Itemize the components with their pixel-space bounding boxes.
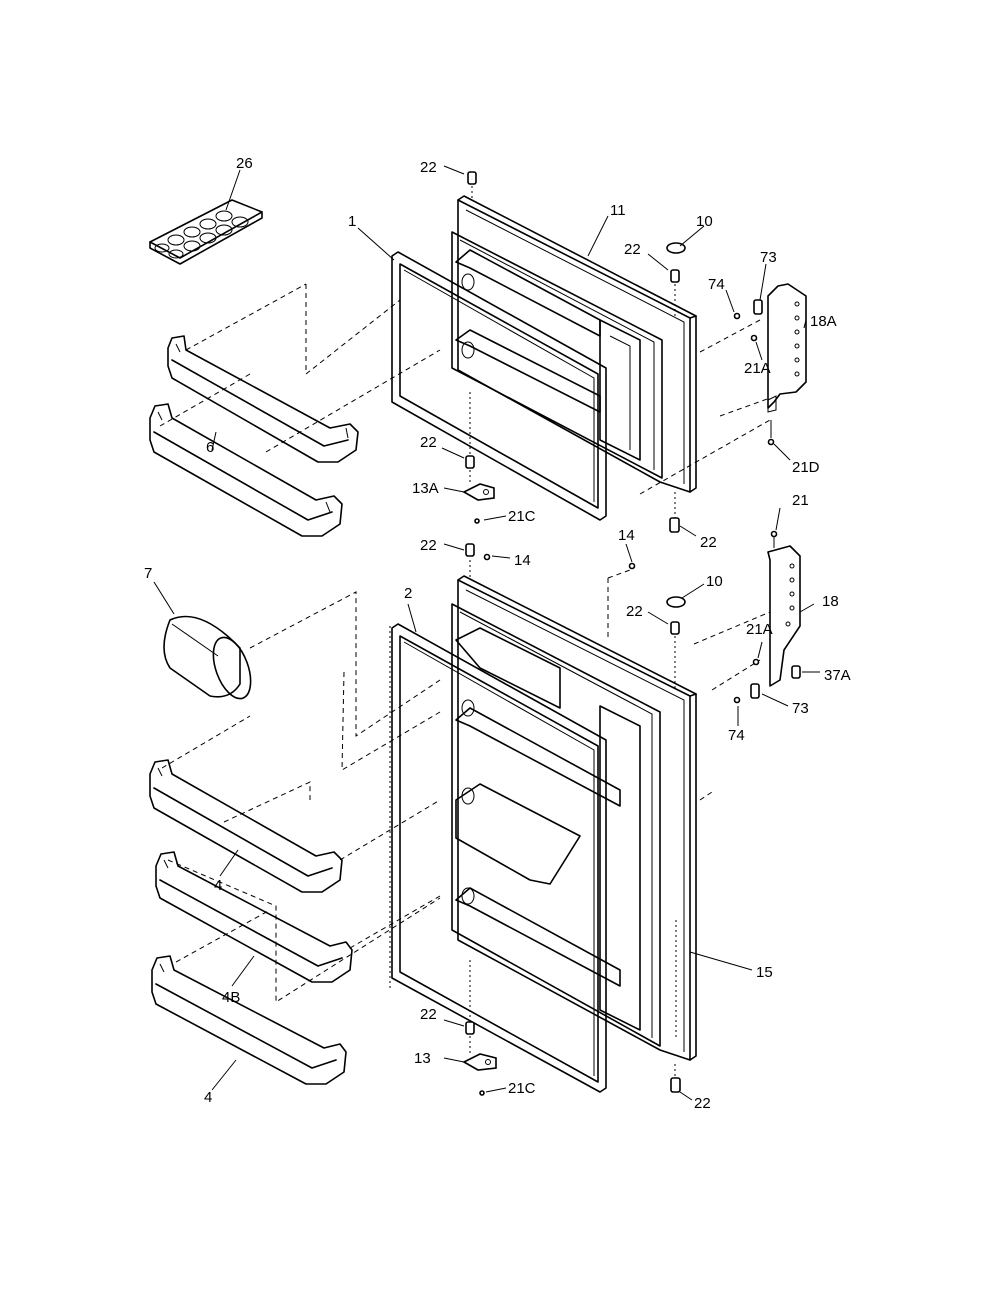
- callout-18: 18: [822, 593, 839, 610]
- callout-21D: 21D: [792, 459, 820, 476]
- callout-18A: 18A: [810, 313, 837, 330]
- screw-lower-hinge: [670, 621, 680, 635]
- lower-door-shelf-4-top: [149, 759, 343, 893]
- callout-labels: 26 22 11 10 22 73 74 18A 1 21A 6 22 21D …: [144, 155, 851, 1112]
- callout-22-top: 22: [420, 159, 437, 176]
- callout-21C-lower: 21C: [508, 1080, 536, 1097]
- callout-21C-upper: 21C: [508, 508, 536, 525]
- screw-upper-mid: [465, 455, 475, 469]
- freezer-door-outer-panel: [457, 195, 697, 493]
- fresh-food-door-outer-panel: [457, 575, 697, 1061]
- hinge-bushing-73-lower: [750, 683, 760, 699]
- can-rack: [163, 615, 252, 700]
- washer-74-upper: [733, 312, 741, 320]
- callout-22-hinge-lower: 22: [626, 603, 643, 620]
- screw-lower-bottom: [670, 1077, 681, 1093]
- callout-26: 26: [236, 155, 253, 172]
- upper-hinge-18A: [767, 283, 807, 413]
- screw-lower-mid: [465, 1021, 475, 1035]
- washer-74-lower: [733, 696, 741, 704]
- screw-lower-top: [465, 543, 475, 557]
- callout-14-b: 14: [618, 527, 635, 544]
- callout-6: 6: [206, 439, 214, 456]
- lower-door-shelf-4-bottom: [151, 955, 347, 1085]
- callout-73-upper: 73: [760, 249, 777, 266]
- callout-4-a: 4: [214, 877, 222, 894]
- callout-1: 1: [348, 213, 356, 230]
- door-stop-13A: [462, 483, 495, 501]
- assembly-lines: [159, 186, 771, 1078]
- callout-21A-lower: 21A: [746, 621, 773, 638]
- callout-74-lower: 74: [728, 727, 745, 744]
- callout-14-a: 14: [514, 552, 531, 569]
- fresh-food-door-gasket: [391, 623, 607, 1093]
- callout-4B: 4B: [222, 989, 240, 1006]
- callout-11: 11: [610, 202, 626, 219]
- egg-tray: [149, 199, 263, 265]
- callout-2: 2: [404, 585, 412, 602]
- screw-21C-upper: [474, 518, 480, 524]
- callout-22-lower-top: 22: [420, 537, 437, 554]
- lower-hinge-18: [767, 545, 801, 687]
- callout-10-upper: 10: [696, 213, 713, 230]
- screw-14-a: [483, 553, 491, 561]
- upper-door-shelf-top: [167, 335, 359, 463]
- callout-15: 15: [756, 964, 773, 981]
- callout-22-hinge-upper: 22: [624, 241, 641, 258]
- upper-door-shelf-bottom: [149, 403, 343, 537]
- screw-upper-hinge: [670, 269, 680, 283]
- stop-37A: [791, 665, 801, 679]
- screw-21D: [767, 420, 775, 446]
- callout-22-lower-mid: 22: [420, 1006, 437, 1023]
- screw-21A-lower: [752, 658, 760, 666]
- callout-21: 21: [792, 492, 809, 509]
- screw-21: [770, 530, 778, 548]
- callout-7: 7: [144, 565, 152, 582]
- lower-door-shelf-4B: [155, 851, 353, 983]
- callout-13A: 13A: [412, 480, 439, 497]
- screw-upper-bottom: [669, 517, 680, 533]
- callout-21A-upper: 21A: [744, 360, 771, 377]
- callout-22-upper-mid: 22: [420, 434, 437, 451]
- plug-cap-lower: [666, 596, 686, 608]
- door-stop-13: [462, 1053, 497, 1071]
- fresh-food-door-liner: [451, 603, 661, 1047]
- callout-10-lower: 10: [706, 573, 723, 590]
- hinge-bushing-73-upper: [753, 299, 763, 315]
- screw-21C-lower: [479, 1090, 485, 1096]
- callout-22-upper-bottom: 22: [700, 534, 717, 551]
- callout-4-b: 4: [204, 1089, 212, 1106]
- screw-top-upper: [467, 171, 477, 185]
- callout-37A: 37A: [824, 667, 851, 684]
- callout-22-lower-bottom: 22: [694, 1095, 711, 1112]
- leader-lines: [153, 165, 820, 1101]
- screw-21A-upper: [750, 334, 758, 342]
- freezer-door-gasket: [391, 251, 607, 521]
- callout-74-upper: 74: [708, 276, 725, 293]
- callout-13: 13: [414, 1050, 431, 1067]
- screw-14-b: [628, 562, 636, 570]
- callout-73-lower: 73: [792, 700, 809, 717]
- freezer-door-liner: [451, 231, 663, 479]
